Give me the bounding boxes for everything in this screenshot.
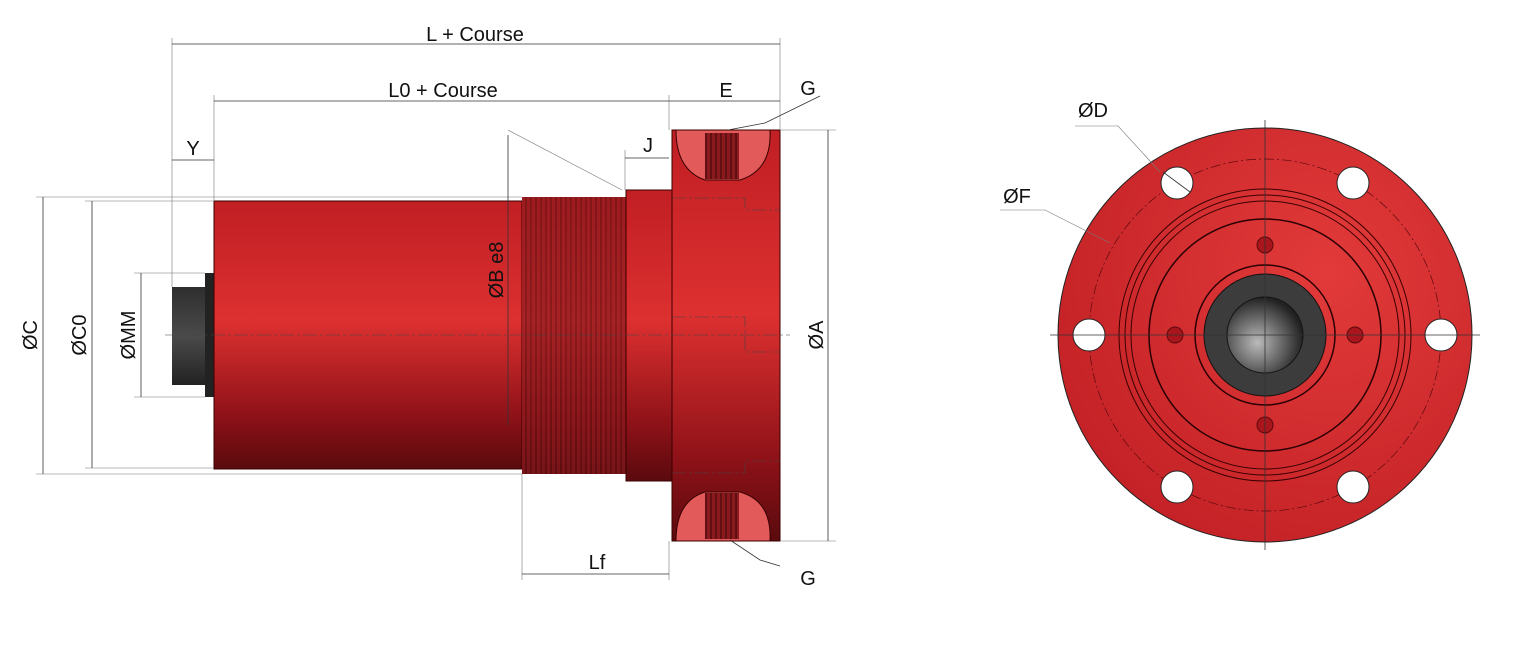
label-g-top: G — [800, 78, 816, 100]
side-view: L + Course L0 + Course E G Y J ØC ØC0 ØM… — [20, 24, 836, 590]
label-c0: ØC0 — [69, 314, 91, 355]
leader-d — [1075, 125, 1161, 173]
label-c: ØC — [20, 320, 42, 350]
rod-shoulder — [205, 273, 214, 397]
flange — [671, 129, 781, 542]
label-lf: Lf — [589, 552, 606, 574]
label-g-bottom: G — [800, 568, 816, 590]
collar — [625, 189, 673, 482]
extension-lines — [36, 38, 836, 580]
thread-shade — [522, 197, 626, 474]
mounting-holes — [1072, 166, 1458, 504]
label-e: E — [719, 80, 732, 102]
port-thread-top — [705, 133, 739, 179]
label-l-course: L + Course — [426, 24, 524, 46]
rod — [172, 287, 208, 385]
label-b: ØB e8 — [486, 242, 508, 299]
label-y: Y — [186, 138, 199, 160]
label-a: ØA — [806, 320, 828, 350]
front-view: ØD ØF — [1000, 100, 1480, 550]
port-thread-bottom — [705, 493, 739, 539]
dim-d — [1162, 171, 1191, 193]
label-mm: ØMM — [118, 311, 140, 360]
dimension-lines — [42, 43, 829, 575]
label-d: ØD — [1078, 100, 1108, 122]
label-l0-course: L0 + Course — [388, 80, 498, 102]
label-f: ØF — [1003, 186, 1031, 208]
label-j: J — [643, 135, 653, 157]
leader-f — [1000, 209, 1111, 244]
hidden-lines — [672, 197, 780, 474]
